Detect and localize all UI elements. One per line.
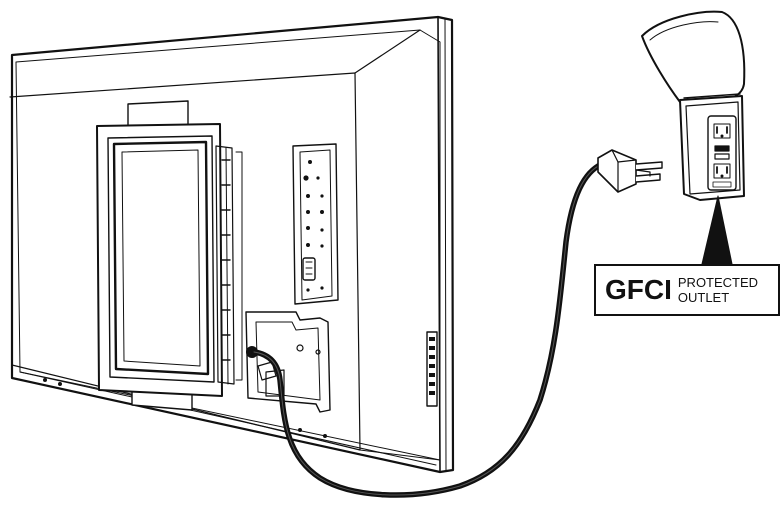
gfci-callout-label: GFCI PROTECTED OUTLET xyxy=(594,264,780,316)
side-control-buttons xyxy=(426,331,438,407)
gfci-line-protected: PROTECTED xyxy=(677,275,759,290)
gfci-outlet xyxy=(641,10,746,201)
power-cord xyxy=(251,161,605,498)
connector-panel xyxy=(292,143,339,305)
gfci-description: PROTECTED OUTLET xyxy=(678,275,758,305)
gfci-abbrev: GFCI xyxy=(605,274,672,305)
callout-pointer xyxy=(701,195,733,265)
power-plug xyxy=(597,149,663,193)
gfci-line-outlet: OUTLET xyxy=(677,290,730,305)
tv-back-panel xyxy=(9,15,455,474)
power-inlet-box xyxy=(245,311,331,413)
wall-mount-bracket xyxy=(96,100,243,411)
